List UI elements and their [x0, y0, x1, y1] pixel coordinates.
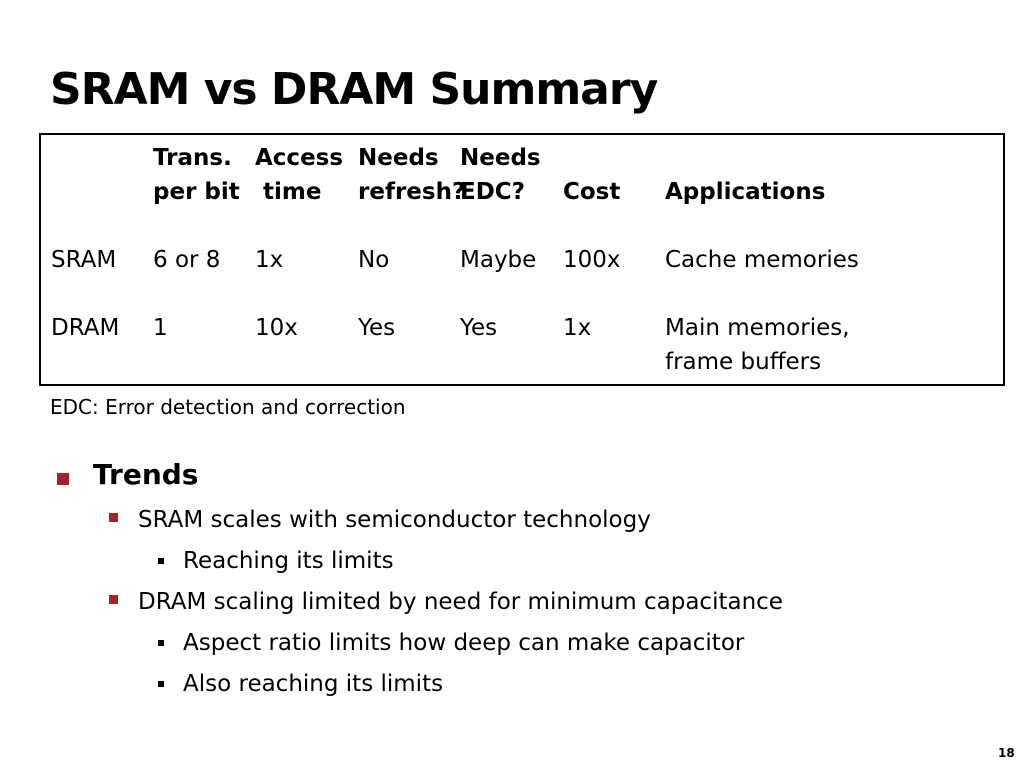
- row-sram-name: SRAM: [51, 247, 117, 273]
- edc-footnote: EDC: Error detection and correction: [50, 395, 406, 419]
- row-dram-edc: Yes: [460, 315, 498, 341]
- bullet-aspect-ratio: Aspect ratio limits how deep can make ca…: [183, 630, 745, 656]
- bullet-square-icon: [109, 513, 118, 522]
- header-refresh-line2: refresh?: [358, 179, 466, 205]
- header-cost: Cost: [563, 179, 621, 205]
- comparison-table: Trans. per bit Access time Needs refresh…: [39, 133, 1005, 386]
- header-access-line1: Access: [255, 145, 344, 171]
- row-dram-name: DRAM: [51, 315, 120, 341]
- bullet-trends: Trends: [93, 458, 199, 491]
- row-sram-trans: 6 or 8: [153, 247, 221, 273]
- header-trans-line1: Trans.: [153, 145, 232, 171]
- row-sram-cost: 100x: [563, 247, 621, 273]
- row-dram-trans: 1: [153, 315, 168, 341]
- row-dram-app: Main memories,: [665, 315, 850, 341]
- row-dram-refresh: Yes: [358, 315, 396, 341]
- bullet-square-icon: [109, 595, 118, 604]
- row-dram-app-line2: frame buffers: [665, 349, 822, 375]
- header-edc-line2: EDC?: [460, 179, 526, 205]
- row-sram-refresh: No: [358, 247, 390, 273]
- page-number: 18: [998, 746, 1015, 760]
- row-sram-access: 1x: [255, 247, 284, 273]
- slide-title: SRAM vs DRAM Summary: [50, 64, 658, 115]
- bullet-dram-limits: Also reaching its limits: [183, 671, 444, 697]
- header-refresh-line1: Needs: [358, 145, 439, 171]
- bullet-square-icon: [158, 640, 164, 646]
- header-access-line2: time: [255, 179, 322, 205]
- bullet-sram-scales: SRAM scales with semiconductor technolog…: [138, 507, 651, 533]
- bullet-sram-limits: Reaching its limits: [183, 548, 394, 574]
- header-edc-line1: Needs: [460, 145, 541, 171]
- bullet-square-icon: [57, 473, 69, 485]
- bullet-square-icon: [158, 558, 164, 564]
- header-trans-line2: per bit: [153, 179, 240, 205]
- row-dram-access: 10x: [255, 315, 298, 341]
- header-applications: Applications: [665, 179, 826, 205]
- row-sram-app: Cache memories: [665, 247, 859, 273]
- bullet-square-icon: [158, 681, 164, 687]
- row-sram-edc: Maybe: [460, 247, 537, 273]
- bullet-dram-scaling: DRAM scaling limited by need for minimum…: [138, 589, 783, 615]
- row-dram-cost: 1x: [563, 315, 592, 341]
